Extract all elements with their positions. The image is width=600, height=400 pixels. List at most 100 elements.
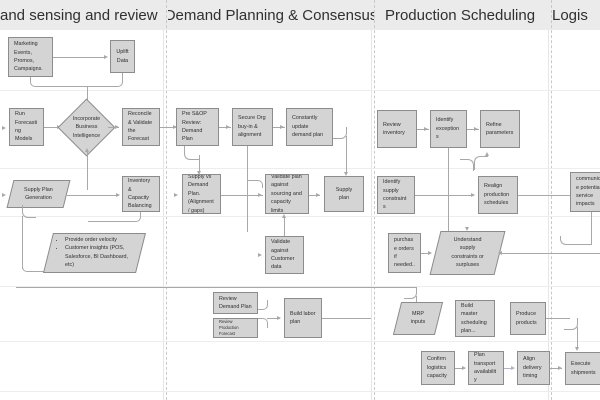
connector-validate-to-supplyplan — [309, 195, 320, 196]
arrowhead-reviewinv-to-identifyexc — [424, 126, 428, 131]
arrowhead-confirm-to-transport — [462, 365, 466, 370]
connector-produce-down-elbow — [564, 318, 578, 330]
node-constantly-update-demand-plan[interactable]: Constantly update demand plan — [286, 108, 333, 146]
connector-spg-down — [22, 205, 36, 218]
bullet-order-velocity: Provide order velocity — [65, 236, 130, 244]
connector-confirm-to-transport — [455, 368, 465, 369]
lane-header-demand-planning[interactable]: Demand Planning & Consensus — [168, 0, 374, 30]
connector-reconcile-to-presop — [160, 127, 176, 128]
node-marketing-events[interactable]: Marketing Events, Promos, Campaigns. — [8, 37, 53, 77]
node-plan-transport-availability[interactable]: Plan transport availability — [468, 351, 504, 385]
connector-uplift-down — [87, 73, 123, 87]
connector-update-down-vert — [346, 136, 347, 174]
node-uplift-data[interactable]: Uplift Data — [110, 40, 135, 73]
lane-header-logistics[interactable]: Logis — [552, 0, 600, 30]
connector-produce-down-vert — [577, 327, 578, 349]
connector-insights-up-to-bi — [87, 152, 88, 190]
node-communicate-potential-service-impacts[interactable]: communicate potential service impacts — [570, 172, 600, 212]
node-understand-supply-constraints-label: Understand supply constraints or surplus… — [451, 237, 484, 269]
arrowhead-presop-to-supplyvsdemand — [196, 171, 201, 175]
node-execute-shipments[interactable]: Execute shipments — [565, 352, 600, 385]
node-identify-exceptions[interactable]: Identify exceptions — [430, 110, 467, 148]
row-separator-4 — [0, 286, 600, 287]
arrowhead-into-run-forecasting — [2, 126, 6, 130]
connector-align-to-execute — [550, 368, 562, 369]
row-separator-3 — [0, 216, 600, 217]
connector-joined-to-labor — [267, 318, 280, 319]
connector-secureorg-down-vert — [247, 146, 248, 232]
node-confirm-logistics-capacity[interactable]: Confirm logistics capacity — [421, 351, 455, 385]
node-inventory-capacity-balancing[interactable]: Inventory & Capacity Balancing — [122, 176, 160, 212]
lane-gutter-3 — [548, 30, 549, 400]
node-run-forecasting-models[interactable]: Run Forecasting Models — [9, 108, 44, 146]
arrowhead-to-build-labor-plan — [277, 315, 281, 320]
lane-header-production-scheduling[interactable]: Production Scheduling — [376, 0, 544, 30]
arrowhead-insights-up-to-bi — [84, 148, 89, 152]
arrowhead-right-into-understand — [498, 250, 502, 255]
node-produce-products[interactable]: Produce products — [510, 302, 546, 335]
node-order-velocity-insights[interactable]: Provide order velocity Customer insights… — [43, 233, 146, 273]
arrowhead-secureorg-to-update — [280, 124, 284, 129]
connector-refine-up-elbow2 — [474, 156, 488, 170]
arrowhead-adjust-to-understand — [428, 250, 432, 255]
connector-refine-up-elbow — [460, 159, 474, 171]
row-separator-6 — [0, 391, 600, 392]
node-review-demand-plan[interactable]: Review Demand Plan — [213, 292, 258, 314]
connector-constraints-to-realign — [415, 195, 474, 196]
node-reconcile-validate-forecast[interactable]: Reconcile & Validate the Forecast — [122, 108, 160, 146]
node-mrp-inputs-label: MRP inputs — [410, 311, 426, 326]
row-separator-2 — [0, 168, 600, 169]
arrowhead-validate-to-supplyplan — [316, 192, 320, 197]
node-refine-parameters[interactable]: Refine parameters — [480, 110, 520, 148]
node-build-master-scheduling-plan[interactable]: Build master scheduling plan... — [455, 300, 495, 337]
connector-secureorg-join — [247, 180, 263, 188]
arrowhead-up-to-refine-parameters — [485, 152, 489, 156]
connector-presop-to-secureorg — [219, 127, 231, 128]
node-validate-against-customer-data[interactable]: Validate against Customer data — [265, 236, 304, 274]
node-understand-supply-constraints[interactable]: Understand supply constraints or surplus… — [429, 231, 506, 275]
node-supply-plan[interactable]: Supply plan — [324, 176, 364, 212]
connector-secureorg-to-update — [273, 127, 285, 128]
arrowhead-supplyvsdemand-to-validate — [258, 192, 262, 197]
connector-update-down-elbow — [333, 127, 347, 139]
connector-merge-bar — [50, 86, 88, 87]
node-adjust-purchase-orders[interactable]: Adjust purchase orders if needed.... — [388, 233, 421, 273]
connector-adjust-to-understand — [421, 253, 431, 254]
connector-realign-to-communicate — [518, 195, 570, 196]
node-align-delivery-timing[interactable]: Align delivery timing — [517, 351, 550, 385]
connector-reviewforecast-join — [258, 318, 268, 328]
connector-spacer-c — [460, 159, 461, 160]
arrowhead-align-to-execute — [558, 365, 562, 370]
lane-separator-2 — [374, 0, 375, 400]
node-supply-plan-generation-label: Supply Plan Generation — [24, 186, 53, 201]
node-validate-plan-sourcing-capacity[interactable]: Validate plan against sourcing and capac… — [265, 174, 309, 214]
node-build-labor-plan[interactable]: Build labor plan — [284, 298, 322, 338]
node-supply-vs-demand-plan[interactable]: Supply vs Demand Plan. (Alignment/ gaps) — [182, 174, 221, 214]
node-pre-sop-review[interactable]: Pre S&OP Review: Demand Plan — [176, 108, 219, 146]
arrowhead-update-to-supplyplan — [343, 172, 348, 176]
lane-separator-3 — [551, 0, 552, 400]
node-supply-plan-generation[interactable]: Supply Plan Generation — [6, 180, 71, 208]
lane-header-demand-sensing[interactable]: and sensing and review — [0, 0, 160, 30]
connector-spg-to-inventory — [67, 195, 119, 196]
node-secure-org-buyin[interactable]: Secure Org buy-in & alignment — [232, 108, 273, 146]
connector-spg-bottom-elbow — [22, 262, 44, 272]
connector-supplyvsdemand-to-validate — [221, 195, 263, 196]
node-realign-production-schedules[interactable]: Realign production schedules — [478, 176, 518, 214]
arrowhead-bi-to-reconcile — [115, 124, 119, 129]
connector-reviewinv-to-identifyexc — [417, 129, 429, 130]
connector-presop-down-elbow — [184, 146, 200, 160]
arrowhead-constraints-to-realign — [471, 192, 475, 197]
lane-gutter-2 — [371, 30, 372, 400]
connector-rail-down-elbow — [404, 287, 417, 299]
arrowhead-into-understand-supply — [464, 227, 469, 231]
connector-bi-to-reconcile — [108, 127, 119, 128]
arrowhead-transport-to-align — [511, 365, 515, 370]
node-review-production-forecast[interactable]: Review Production Forecast — [213, 318, 258, 338]
bullet-customer-insights: Customer insights (POS, Salesforce, BI D… — [65, 245, 130, 270]
arrowhead-produce-to-execute — [574, 347, 579, 351]
connector-transport-to-align — [504, 368, 514, 369]
node-review-inventory[interactable]: Review inventory — [377, 110, 417, 148]
node-mrp-inputs[interactable]: MRP inputs — [392, 302, 444, 335]
node-identify-supply-constraints[interactable]: Identify supply constraints — [377, 176, 415, 214]
